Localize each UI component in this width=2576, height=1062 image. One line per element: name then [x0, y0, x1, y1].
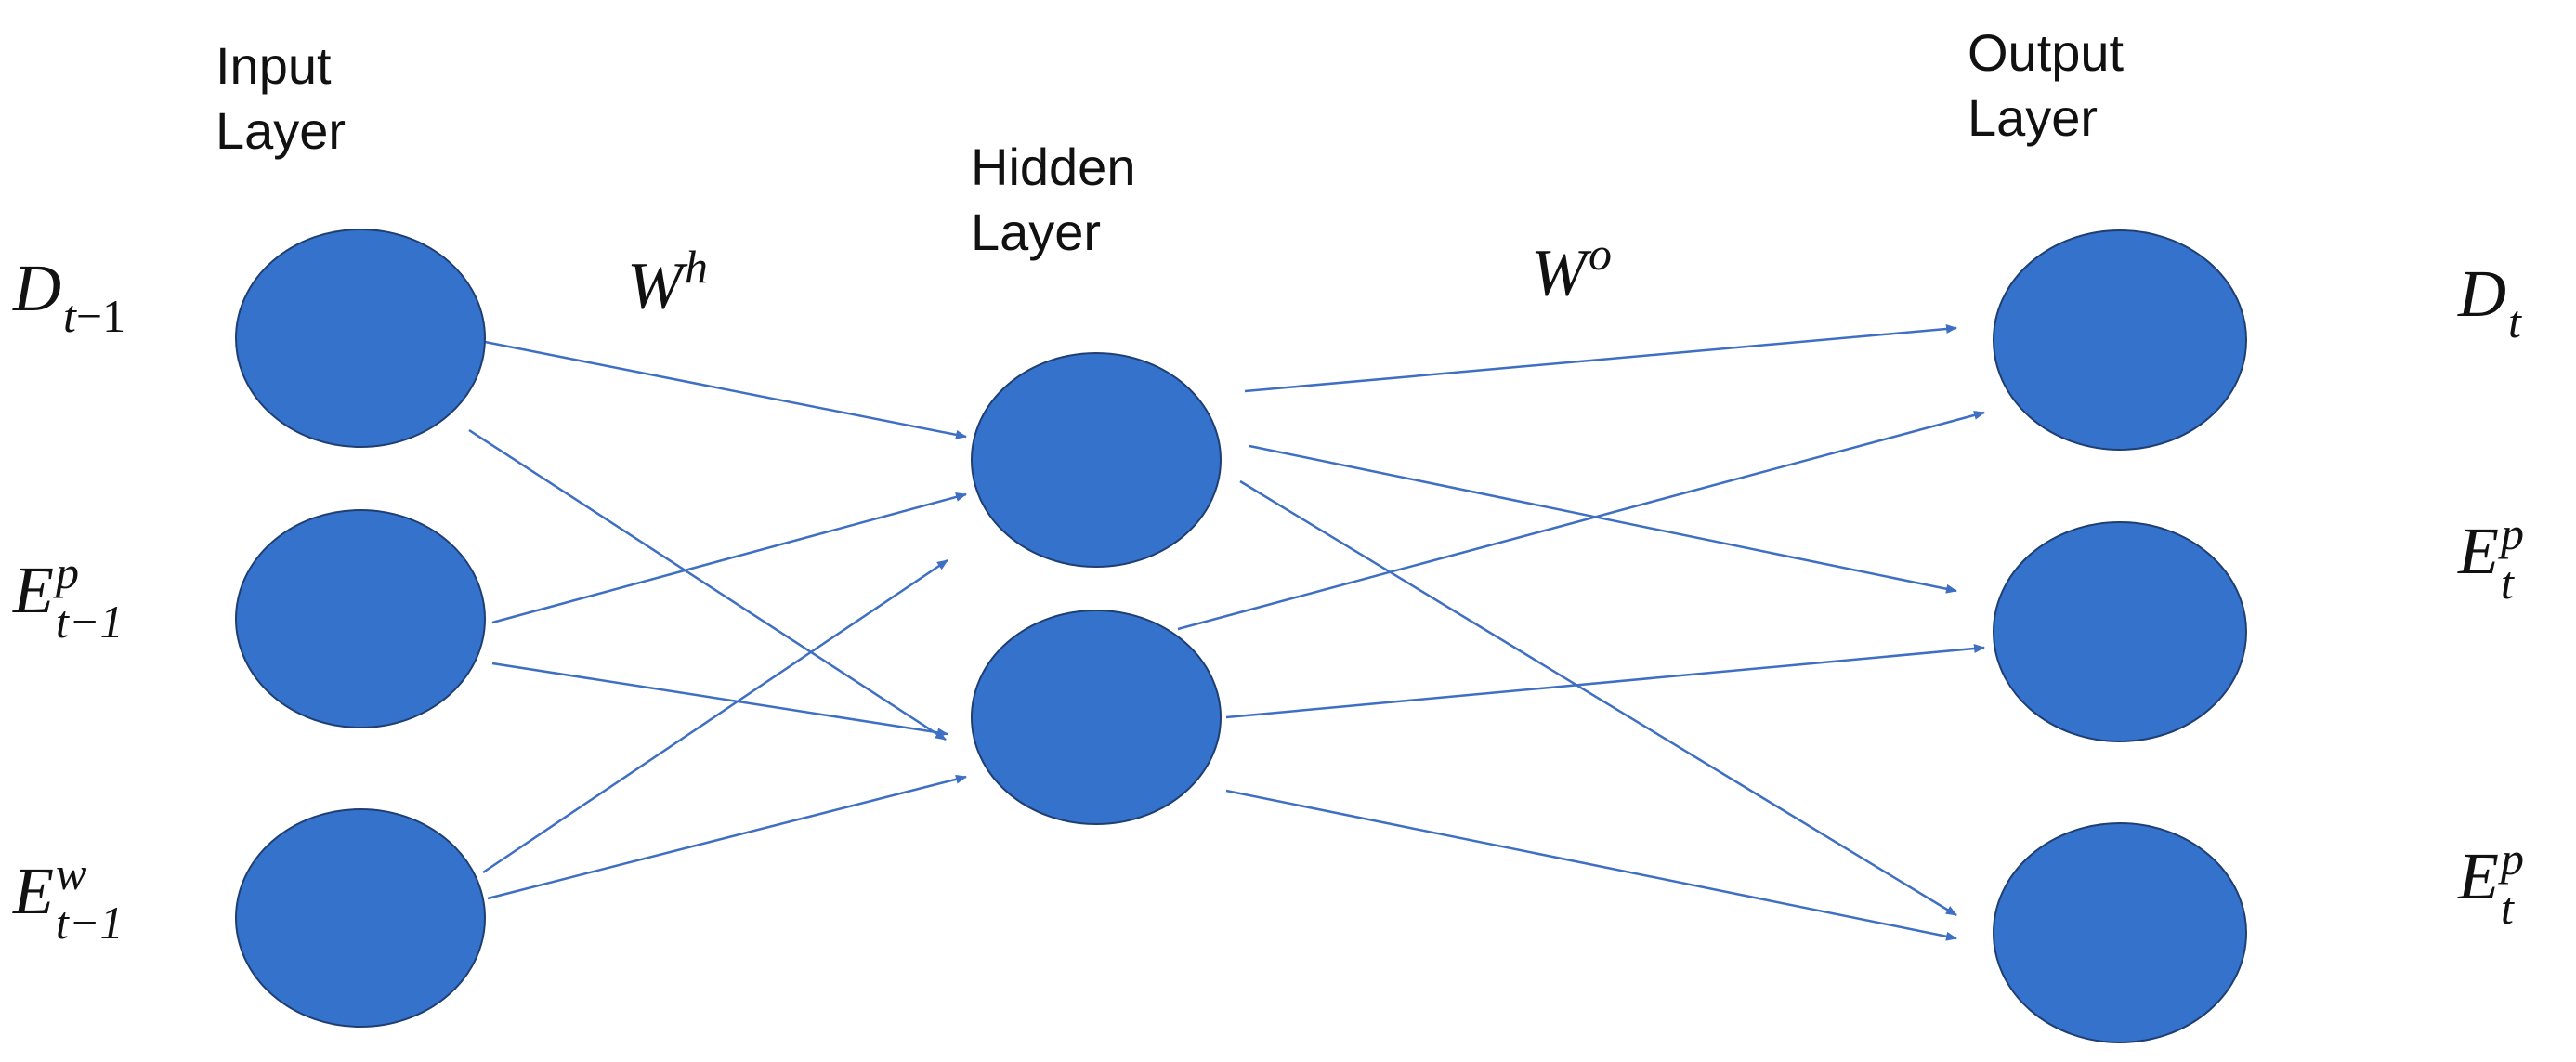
hidden-layer-title-line1: Hidden — [971, 138, 1136, 196]
edge-input2-hidden2 — [491, 662, 948, 738]
output-label-1-sub: t — [2508, 295, 2521, 347]
hidden-weights-base: W — [627, 248, 683, 323]
edge-input3-hidden1 — [482, 558, 948, 874]
hidden-layer-nodes — [971, 352, 1222, 825]
input-label-3-base: E — [13, 854, 54, 929]
input-layer-title: Input Layer — [216, 33, 346, 164]
input-label-2-base: E — [13, 553, 54, 628]
output-weights-base: W — [1531, 235, 1587, 310]
output-label-3-sup: p — [2500, 833, 2524, 885]
edge-hidden2-output1 — [1177, 411, 1985, 631]
output-layer-title-line1: Output — [1968, 23, 2125, 82]
output-label-3-base: E — [2458, 839, 2499, 914]
input-node-3 — [235, 808, 486, 1028]
input-node-2 — [235, 509, 486, 728]
edge-input2-hidden1 — [491, 492, 967, 624]
output-weights-sup: o — [1588, 228, 1612, 280]
input-node-1 — [235, 229, 486, 448]
input-label-3-sup: w — [55, 847, 87, 899]
hidden-weights-sup: h — [684, 241, 708, 293]
input-label-1-base: D — [13, 251, 61, 325]
output-layer-title-line2: Layer — [1968, 88, 2099, 147]
input-label-1-sub: t−1 — [63, 289, 126, 342]
output-label-1: Dt — [2458, 260, 2521, 345]
hidden-node-2 — [971, 610, 1222, 825]
input-label-3-sub: t−1 — [55, 896, 124, 949]
input-layer-title-line1: Input — [216, 36, 332, 95]
edge-hidden2-output3 — [1225, 789, 1957, 941]
hidden-layer-title: Hidden Layer — [971, 135, 1135, 265]
output-node-1 — [1993, 229, 2247, 451]
output-node-3 — [1993, 822, 2247, 1043]
input-label-1: Dt−1 — [13, 255, 125, 339]
input-layer-nodes — [235, 229, 486, 1028]
edge-hidden1-output1 — [1244, 323, 1957, 393]
output-label-3-sub: t — [2500, 881, 2514, 934]
input-label-2-sub: t−1 — [55, 595, 124, 648]
edges-hidden-to-output — [1177, 323, 1985, 941]
edge-hidden1-output3 — [1239, 479, 1957, 917]
output-label-2-sup: p — [2500, 507, 2524, 559]
output-layer-nodes — [1993, 229, 2247, 1043]
input-label-2-sup: p — [55, 546, 79, 598]
hidden-layer-title-line2: Layer — [971, 203, 1102, 261]
output-weights-label: Wo — [1531, 230, 1612, 307]
edge-input1-hidden1 — [484, 340, 967, 439]
output-label-2-sub: t — [2500, 556, 2514, 609]
edge-input3-hidden2 — [487, 774, 967, 900]
hidden-weights-label: Wh — [627, 243, 708, 320]
input-layer-title-line2: Layer — [216, 101, 347, 160]
edge-hidden1-output2 — [1249, 444, 1957, 594]
edge-input1-hidden2 — [468, 428, 947, 741]
output-label-2-base: E — [2458, 514, 2499, 589]
output-label-1-base: D — [2458, 256, 2506, 331]
output-layer-title: Output Layer — [1968, 20, 2124, 151]
edges-input-to-hidden — [468, 340, 967, 900]
hidden-node-1 — [971, 352, 1222, 568]
edge-hidden2-output2 — [1225, 644, 1985, 719]
output-node-2 — [1993, 521, 2247, 742]
